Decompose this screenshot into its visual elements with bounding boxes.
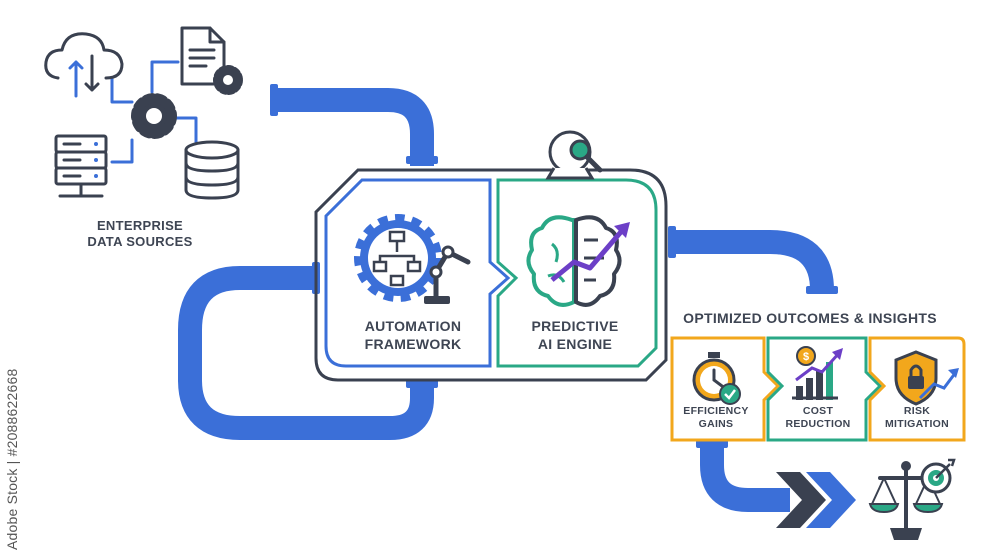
database-icon [184, 140, 240, 200]
predictive-panel [496, 178, 658, 368]
svg-text:$: $ [803, 351, 809, 363]
central-hex-frame [314, 168, 668, 382]
pipe-outlet [700, 440, 790, 512]
cost-label-line1: COST [802, 405, 834, 417]
cost-reduction-label: COST REDUCTION [772, 405, 864, 431]
pipe-loop [178, 266, 434, 440]
predictive-label-line1: PREDICTIVE [531, 318, 619, 334]
outcomes-title: OPTIMIZED OUTCOMES & INSIGHTS [683, 310, 937, 326]
data-sources-group [44, 26, 243, 200]
scale-target-icon [868, 458, 956, 540]
enterprise-data-sources-label: ENTERPRISE DATA SOURCES [70, 218, 210, 251]
card-efficiency [670, 336, 781, 442]
sources-label-line1: ENTERPRISE [96, 218, 184, 233]
stopwatch-check-icon [692, 352, 741, 405]
risk-mitigation-label: RISK MITIGATION [875, 405, 959, 431]
risk-label-line2: MITIGATION [884, 418, 950, 431]
pipe-exit [668, 230, 834, 291]
sources-label-line2: DATA SOURCES [87, 234, 193, 250]
shield-lock-icon [894, 350, 959, 406]
crystal-ball-search-icon [545, 130, 603, 180]
efficiency-label-line2: GAINS [698, 418, 734, 431]
central-gear-icon [131, 93, 177, 139]
efficiency-label-line1: EFFICIENCY [683, 405, 749, 417]
outcome-cards [670, 336, 966, 442]
cost-label-line2: REDUCTION [785, 418, 851, 431]
predictive-label-line2: AI ENGINE [537, 335, 613, 352]
cloud-sync-icon [44, 32, 124, 98]
automation-label-line1: AUTOMATION [364, 318, 462, 334]
automation-label-line2: FRAMEWORK [364, 335, 462, 352]
stock-id-watermark: Adobe Stock | #2088622668 [4, 368, 20, 550]
automation-framework-label: AUTOMATION FRAMEWORK [338, 318, 488, 353]
card-cost [766, 336, 883, 442]
bar-chart-dollar-icon: $ [792, 346, 843, 400]
efficiency-gains-label: EFFICIENCY GAINS [673, 405, 759, 431]
document-gear-icon [180, 26, 243, 95]
pipe-inlet [276, 88, 434, 166]
predictive-ai-engine-label: PREDICTIVE AI ENGINE [510, 318, 640, 353]
automation-panel [324, 178, 511, 368]
pipe-flanges [270, 84, 838, 448]
brain-chart-icon [526, 215, 630, 307]
risk-label-line1: RISK [903, 405, 931, 417]
chevron-arrows-icon [776, 472, 856, 528]
pipe-network [178, 88, 834, 512]
server-icon [54, 134, 108, 198]
card-risk [868, 336, 966, 442]
gear-robot-arm-icon [354, 214, 471, 304]
